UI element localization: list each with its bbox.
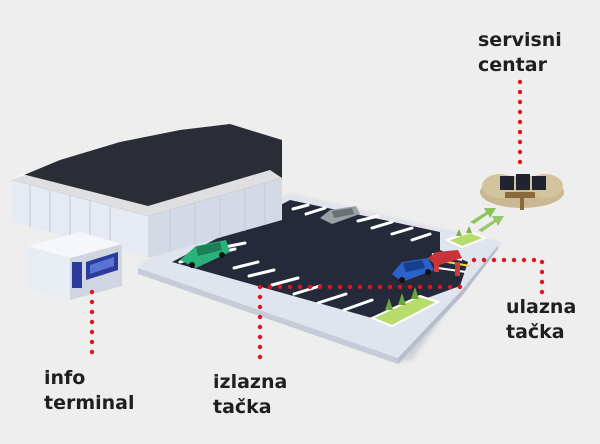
label-ulazna-tacka: ulazna tačka bbox=[506, 295, 576, 345]
car-blue bbox=[392, 258, 434, 283]
label-line: terminal bbox=[44, 392, 135, 414]
label-line: tačka bbox=[506, 321, 565, 343]
info-terminal-kiosk bbox=[28, 232, 122, 300]
car-grey bbox=[320, 206, 360, 224]
car-green bbox=[180, 240, 230, 268]
label-line: tačka bbox=[213, 396, 272, 418]
leader-izlazna-tacka bbox=[257, 284, 463, 360]
car-red bbox=[428, 250, 462, 266]
leader-info-terminal bbox=[89, 289, 95, 355]
label-info-terminal: info terminal bbox=[44, 366, 135, 416]
leader-lines bbox=[89, 79, 545, 360]
exchange-arrows bbox=[470, 208, 504, 232]
label-line: ulazna bbox=[506, 296, 577, 318]
grass-island-bottom bbox=[369, 287, 441, 328]
label-servisni-centar: servisni centar bbox=[478, 28, 562, 78]
service-center-cloud bbox=[480, 174, 564, 210]
label-line: info bbox=[44, 367, 86, 389]
label-izlazna-tacka: izlazna tačka bbox=[213, 370, 287, 420]
label-line: izlazna bbox=[213, 371, 288, 393]
label-line: servisni bbox=[478, 29, 562, 51]
leader-ulazna-tacka bbox=[471, 257, 545, 295]
grass-island-top bbox=[444, 226, 488, 249]
warehouse-building bbox=[12, 124, 282, 258]
leader-servisni-centar bbox=[517, 79, 523, 165]
label-line: centar bbox=[478, 54, 547, 76]
